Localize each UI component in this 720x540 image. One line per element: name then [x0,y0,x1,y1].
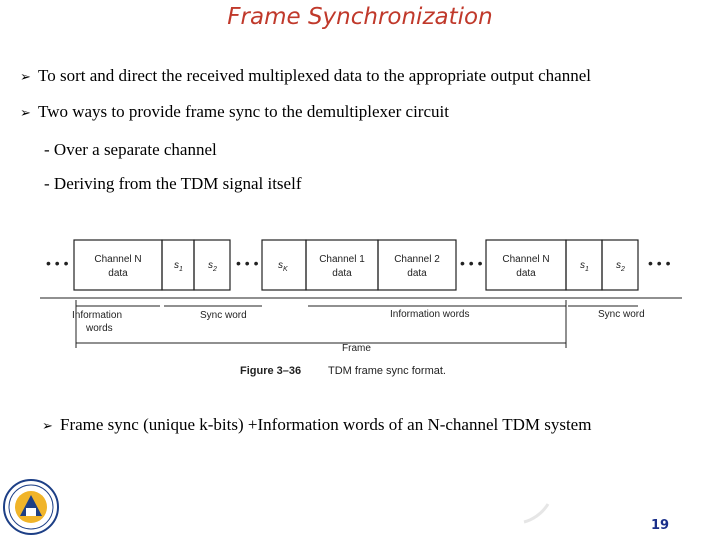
cell-s1-left-label: s1 [174,260,183,273]
page-number: 19 [650,518,670,533]
ellipsis-mid-1: • • • [236,255,259,271]
bullet-3: ➢ Frame sync (unique k-bits) +Information… [42,415,591,435]
cell-sk [261,239,307,291]
label-information-words-mid: Information words [390,309,469,320]
cell-channel-2 [377,239,457,291]
arrow-bullet-icon: ➢ [20,105,31,120]
label-sync-word-right: Sync word [598,309,645,320]
ellipsis-left: • • • [46,255,69,271]
caption-text: TDM frame sync format. [328,365,446,377]
caption-number: Figure 3–36 [240,365,301,377]
cell-channel-n-left [73,239,163,291]
cell-channel-1 [305,239,379,291]
cell-s1-right-label: s1 [580,260,589,273]
ellipsis-right: • • • [648,255,671,271]
ellipsis-mid-2: • • • [460,255,483,271]
cell-channel-2-label: Channel 2 [394,254,440,265]
arrow-bullet-icon: ➢ [42,418,53,433]
label-sync-word-left: Sync word [200,310,247,321]
bullet-2: ➢ Two ways to provide frame sync to the d… [20,102,449,122]
cell-s2-left-label: s2 [208,260,217,273]
cell-channel-n-right-label: Channel N [502,254,549,265]
cell-channel-1-label: Channel 1 [319,254,365,265]
bullet-1-text: To sort and direct the received multiple… [38,66,591,85]
watermark-swoosh-icon [523,503,550,524]
bullet-1: ➢ To sort and direct the received multipl… [20,66,591,86]
cell-s2-left [193,239,231,291]
cell-sk-label: sK [278,260,288,273]
bullet-2-text: Two ways to provide frame sync to the de… [38,102,449,121]
arrow-bullet-icon: ➢ [20,69,31,84]
label-frame: Frame [342,343,371,354]
bullet-3-text: Frame sync (unique k-bits) +Information … [60,415,592,434]
cell-channel-n-left-label: Channel N [94,254,141,265]
sub-item-1: - Over a separate channel [44,140,217,159]
tdm-frame-sync-figure: • • • Channel N data s1 s2 • • • sK Chan… [40,239,682,377]
cell-channel-1-data: data [332,268,352,279]
cell-channel-n-right [485,239,567,291]
cell-s2-right-label: s2 [616,260,625,273]
university-logo-icon [3,479,59,535]
cell-s2-right [601,239,639,291]
label-information-words-left: Information [72,310,122,321]
cell-channel-n-right-data: data [516,268,536,279]
cell-channel-2-data: data [407,268,427,279]
label-information-words-left-2: words [85,323,113,334]
slide-title: Frame Synchronization [227,4,493,30]
cell-channel-n-left-data: data [108,268,128,279]
sub-item-2: - Deriving from the TDM signal itself [44,174,302,193]
